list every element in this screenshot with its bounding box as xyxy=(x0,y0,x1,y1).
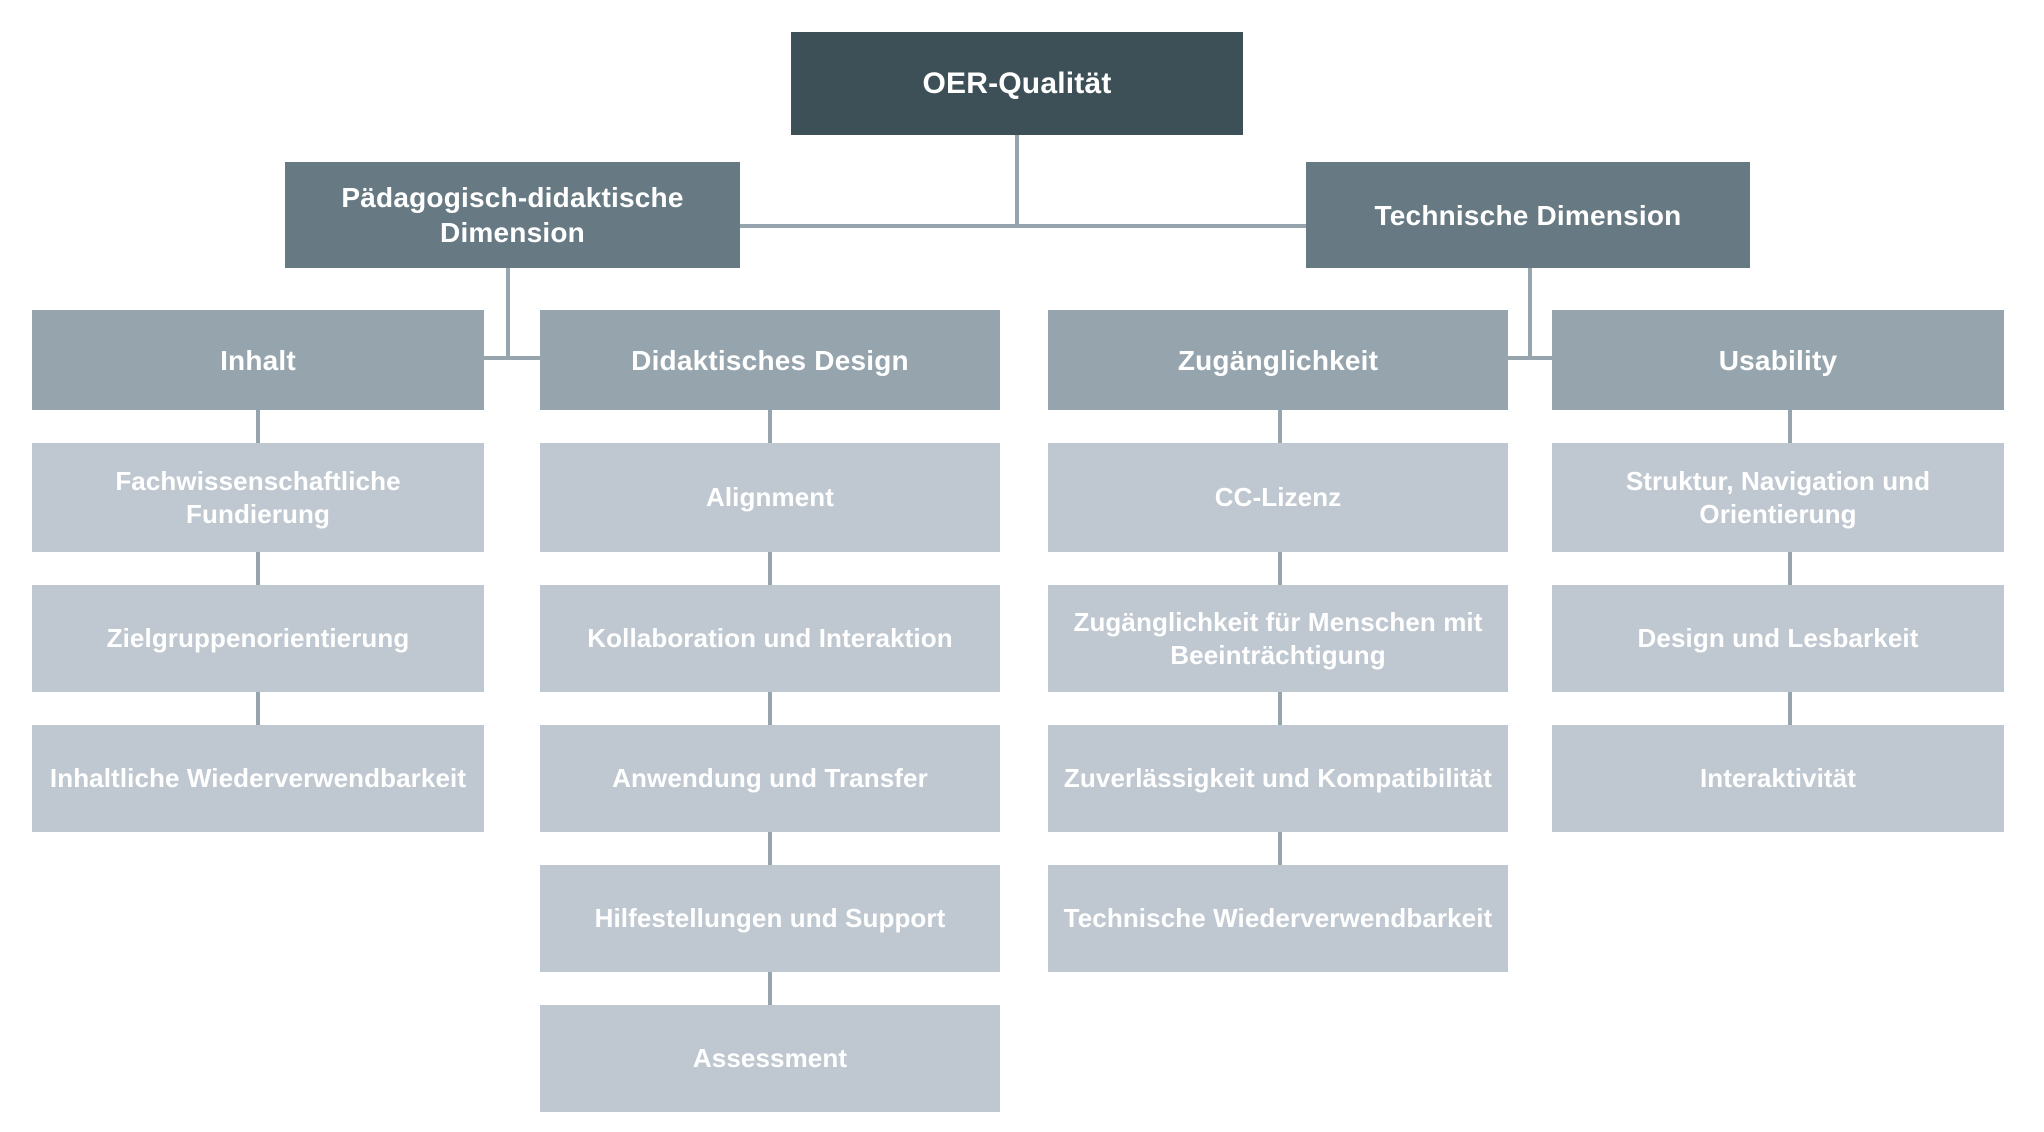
connector-didaktik-stem-3 xyxy=(768,692,772,725)
node-criterion-assessment[interactable]: Assessment xyxy=(540,1005,1000,1112)
node-criterion-technische-wiederverwendbarkeit[interactable]: Technische Wiederverwendbarkeit xyxy=(1048,865,1508,972)
connector-usability-stem-3 xyxy=(1788,692,1792,725)
connector-zugang-stem-2 xyxy=(1278,552,1282,585)
node-category-inhalt[interactable]: Inhalt xyxy=(32,310,484,410)
connector-dimensions-bar xyxy=(738,224,1308,228)
node-criterion-fachwissenschaftliche-fundierung[interactable]: Fachwissenschaftliche Fundierung xyxy=(32,443,484,552)
node-criterion-kollaboration-und-interaktion[interactable]: Kollaboration und Interaktion xyxy=(540,585,1000,692)
node-category-didaktisches-design[interactable]: Didaktisches Design xyxy=(540,310,1000,410)
connector-inhalt-stem-3 xyxy=(256,692,260,725)
connector-inhalt-stem-1 xyxy=(256,410,260,443)
connector-dim-paed-down xyxy=(506,268,510,360)
node-criterion-inhaltliche-wiederverwendbarkeit[interactable]: Inhaltliche Wiederverwendbarkeit xyxy=(32,725,484,832)
node-technische-dimension[interactable]: Technische Dimension xyxy=(1306,162,1750,268)
node-paedagogisch-didaktische-dimension[interactable]: Pädagogisch-didaktische Dimension xyxy=(285,162,740,268)
connector-didaktik-stem-1 xyxy=(768,410,772,443)
node-criterion-cc-lizenz[interactable]: CC-Lizenz xyxy=(1048,443,1508,552)
node-criterion-zugaenglichkeit-fuer-menschen-mit-beeintraechtigung[interactable]: Zugänglichkeit für Menschen mit Beeinträ… xyxy=(1048,585,1508,692)
node-oer-qualitaet[interactable]: OER-Qualität xyxy=(791,32,1243,135)
connector-didaktik-stem-2 xyxy=(768,552,772,585)
node-criterion-anwendung-und-transfer[interactable]: Anwendung und Transfer xyxy=(540,725,1000,832)
node-criterion-hilfestellungen-und-support[interactable]: Hilfestellungen und Support xyxy=(540,865,1000,972)
connector-dim-tech-down xyxy=(1528,268,1532,360)
node-criterion-struktur-navigation-und-orientierung[interactable]: Struktur, Navigation und Orientierung xyxy=(1552,443,2004,552)
node-criterion-design-und-lesbarkeit[interactable]: Design und Lesbarkeit xyxy=(1552,585,2004,692)
node-criterion-alignment[interactable]: Alignment xyxy=(540,443,1000,552)
node-criterion-interaktivitaet[interactable]: Interaktivität xyxy=(1552,725,2004,832)
connector-zugang-stem-1 xyxy=(1278,410,1282,443)
connector-zugang-stem-3 xyxy=(1278,692,1282,725)
connector-usability-stem-1 xyxy=(1788,410,1792,443)
connector-paed-children-bar xyxy=(484,356,550,360)
node-category-usability[interactable]: Usability xyxy=(1552,310,2004,410)
connector-inhalt-stem-2 xyxy=(256,552,260,585)
connector-usability-stem-2 xyxy=(1788,552,1792,585)
connector-root-down xyxy=(1015,135,1019,226)
connector-didaktik-stem-5 xyxy=(768,972,772,1005)
connector-tech-children-bar xyxy=(1506,356,1572,360)
node-criterion-zielgruppenorientierung[interactable]: Zielgruppenorientierung xyxy=(32,585,484,692)
connector-didaktik-stem-4 xyxy=(768,832,772,865)
node-category-zugaenglichkeit[interactable]: Zugänglichkeit xyxy=(1048,310,1508,410)
node-criterion-zuverlaessigkeit-und-kompatibilitaet[interactable]: Zuverlässigkeit und Kompatibilität xyxy=(1048,725,1508,832)
connector-zugang-stem-4 xyxy=(1278,832,1282,865)
